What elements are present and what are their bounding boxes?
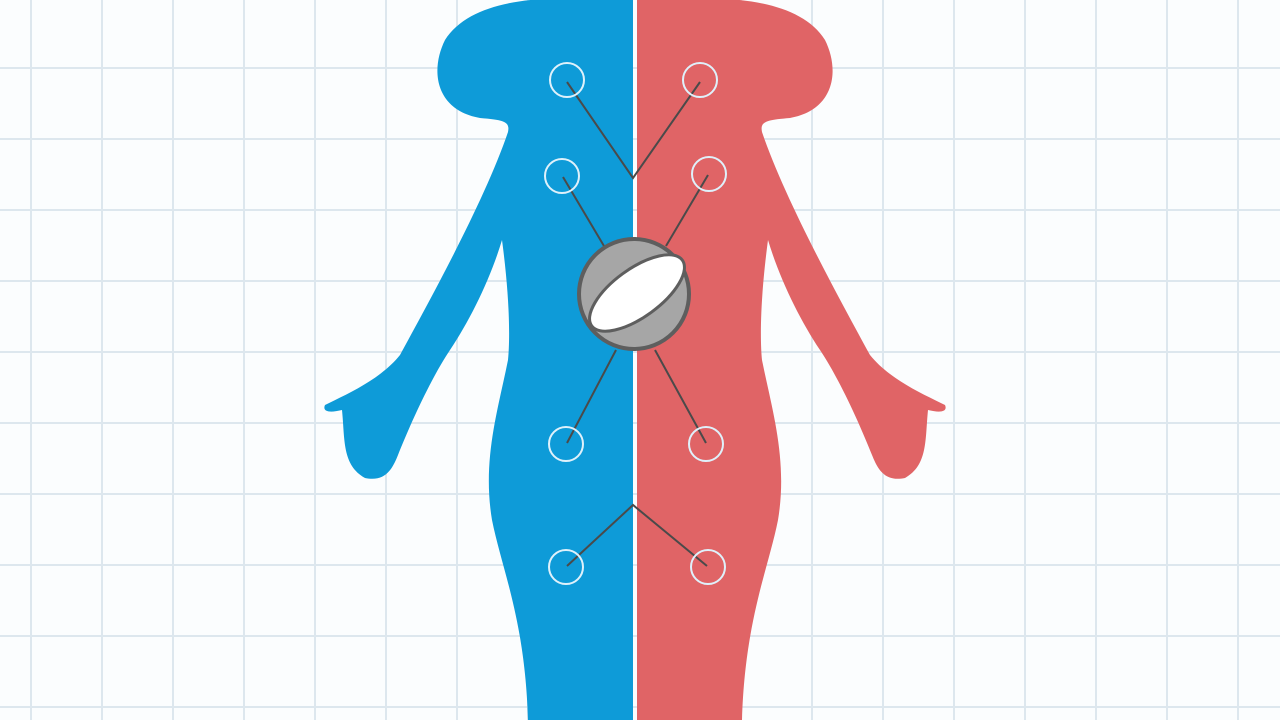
- target-circle-icon: [688, 426, 724, 462]
- node-upper-right: [682, 62, 718, 98]
- pill-center: [589, 254, 685, 332]
- connector-upper: [566, 81, 701, 180]
- target-circle-icon: [549, 62, 585, 98]
- connector-chest-left: [562, 176, 605, 247]
- target-circle-icon: [548, 426, 584, 462]
- node-abdomen-left: [548, 426, 584, 462]
- node-pelvis-left: [548, 549, 584, 585]
- node-chest-right: [691, 156, 727, 192]
- node-chest-left: [544, 158, 580, 194]
- connector-chest-right: [665, 174, 709, 247]
- connector-abdomen-left: [566, 349, 617, 444]
- target-circle-icon: [690, 549, 726, 585]
- target-circle-icon: [682, 62, 718, 98]
- target-circle-icon: [548, 549, 584, 585]
- node-markers: [544, 62, 727, 585]
- target-circle-icon: [544, 158, 580, 194]
- node-upper-left: [549, 62, 585, 98]
- node-pelvis-right: [690, 549, 726, 585]
- pill-outline: [577, 237, 691, 351]
- target-circle-icon: [691, 156, 727, 192]
- pill-center-outline: [588, 253, 686, 333]
- capsule-pill-icon: [577, 237, 691, 351]
- connector-abdomen-right: [654, 349, 707, 444]
- connector-lines: [562, 81, 709, 567]
- connector-lower: [566, 503, 708, 567]
- node-abdomen-right: [688, 426, 724, 462]
